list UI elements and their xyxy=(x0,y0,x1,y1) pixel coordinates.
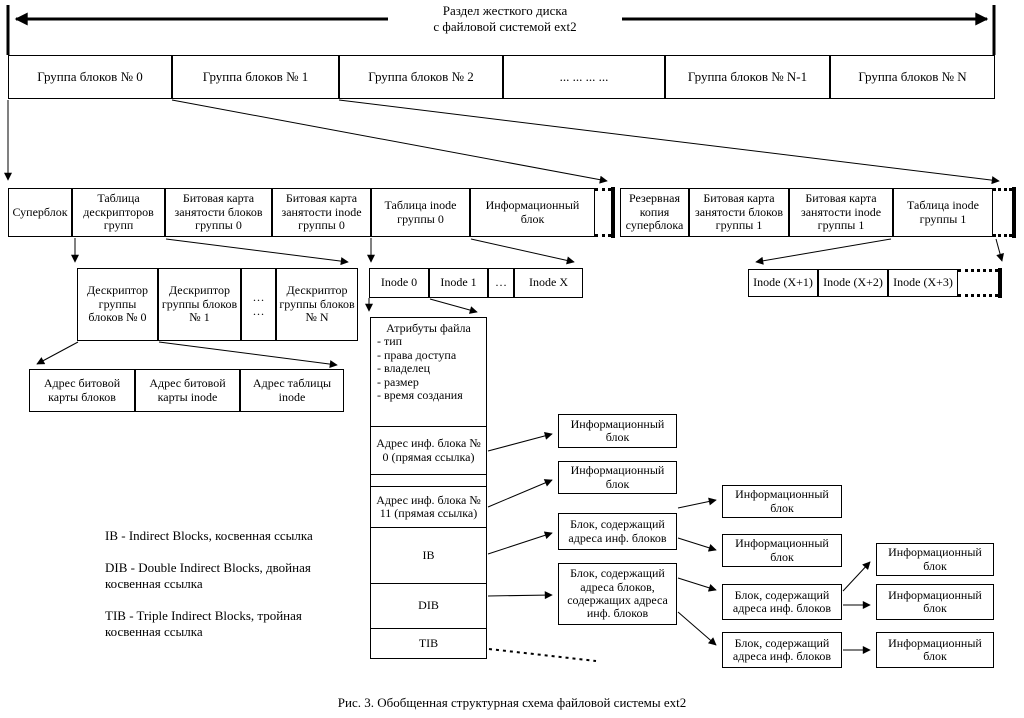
inode-x1: Inode (X+1) xyxy=(748,269,818,297)
expansion-arrows xyxy=(4,99,1004,654)
indirect-block-2: Блок, содержащий адреса инф. блоков xyxy=(722,584,842,620)
figure-caption: Рис. 3. Обобщенная структурная схема фай… xyxy=(337,695,687,710)
inode-0: Inode 0 xyxy=(369,268,429,298)
block-group-n: Группа блоков № N xyxy=(830,55,995,99)
info-block-2: Информационный блок xyxy=(558,461,677,494)
descriptor-ellipsis: … … xyxy=(241,268,276,341)
info-block-1: Информационный блок xyxy=(558,414,677,448)
indirect-block: Блок, содержащий адреса инф. блоков xyxy=(558,513,677,550)
info-block-6: Информационный блок xyxy=(876,584,994,620)
inode-g1-continuation-bar xyxy=(998,268,1002,298)
inode-1: Inode 1 xyxy=(429,268,488,298)
legend-ib: IB - Indirect Blocks, косвенная ссылка xyxy=(105,528,313,543)
g1-continuation-bar xyxy=(1012,187,1016,238)
indirect-block-3: Блок, содержащий адреса инф. блоков xyxy=(722,632,842,668)
inode-g1-continuation-dashes xyxy=(958,269,998,297)
block-group-n-1: Группа блоков № N-1 xyxy=(665,55,830,99)
block-bitmap-g0: Битовая карта занятости блоков группы 0 xyxy=(165,188,272,237)
inode-x3: Inode (X+3) xyxy=(888,269,958,297)
inode-attributes-list: - тип - права доступа - владелец - разме… xyxy=(377,334,463,403)
block-group-1: Группа блоков № 1 xyxy=(172,55,339,99)
superblock: Суперблок xyxy=(8,188,72,237)
superblock-backup: Резервная копия суперблока xyxy=(620,188,689,237)
tib-continuation-dots xyxy=(488,648,597,662)
descriptor-0: Дескриптор группы блоков № 0 xyxy=(77,268,158,341)
direct-link-0: Адрес инф. блока № 0 (прямая ссылка) xyxy=(370,426,487,475)
info-block-4: Информационный блок xyxy=(722,534,842,567)
info-block-5: Информационный блок xyxy=(876,543,994,576)
tib-row: TIB xyxy=(370,628,487,659)
direct-link-11: Адрес инф. блока № 11 (прямая ссылка) xyxy=(370,486,487,528)
legend-dib: DIB - Double Indirect Blocks, двойная ко… xyxy=(105,560,311,592)
partition-title-line2: с файловой системой ext2 xyxy=(433,19,577,35)
info-block-3: Информационный блок xyxy=(722,485,842,518)
descriptor-n: Дескриптор группы блоков № N xyxy=(276,268,358,341)
group-descriptor-table: Таблица дескрипторов групп xyxy=(72,188,165,237)
inode-bitmap-g1: Битовая карта занятости inode группы 1 xyxy=(789,188,893,237)
partition-title-line1: Раздел жесткого диска xyxy=(442,3,568,18)
inode-attributes-title: Атрибуты файла xyxy=(386,321,471,335)
partition-title: Раздел жесткого диска с файловой системо… xyxy=(388,3,622,36)
inode-x2: Inode (X+2) xyxy=(818,269,888,297)
block-group-0: Группа блоков № 0 xyxy=(8,55,172,99)
inode-bitmap-g0: Битовая карта занятости inode группы 0 xyxy=(272,188,371,237)
block-bitmap-g1: Битовая карта занятости блоков группы 1 xyxy=(689,188,789,237)
data-block-g0: Информационный блок xyxy=(470,188,595,237)
block-group-ellipsis: ... ... ... ... xyxy=(503,55,665,99)
info-block-7: Информационный блок xyxy=(876,632,994,668)
g0-continuation-dashes xyxy=(595,188,611,237)
double-indirect-block: Блок, содержащий адреса блоков, содержащ… xyxy=(558,563,677,625)
block-bitmap-address: Адрес битовой карты блоков xyxy=(29,369,135,412)
g1-continuation-dashes xyxy=(993,188,1012,237)
inode-x: Inode X xyxy=(514,268,583,298)
dib-row: DIB xyxy=(370,583,487,629)
ib-row: IB xyxy=(370,527,487,584)
inode-attributes: Атрибуты файла - тип - права доступа - в… xyxy=(370,317,487,427)
block-group-2: Группа блоков № 2 xyxy=(339,55,503,99)
g0-continuation-bar xyxy=(611,187,615,238)
inode-bitmap-address: Адрес битовой карты inode xyxy=(135,369,240,412)
inode-table-g1-box: Таблица inode группы 1 xyxy=(893,188,993,237)
legend-tib: TIB - Triple Indirect Blocks, тройная ко… xyxy=(105,608,302,640)
descriptor-1: Дескриптор группы блоков № 1 xyxy=(158,268,241,341)
inode-table-g0-box: Таблица inode группы 0 xyxy=(371,188,470,237)
inode-table-address: Адрес таблицы inode xyxy=(240,369,344,412)
inode-ellipsis: … xyxy=(488,268,514,298)
